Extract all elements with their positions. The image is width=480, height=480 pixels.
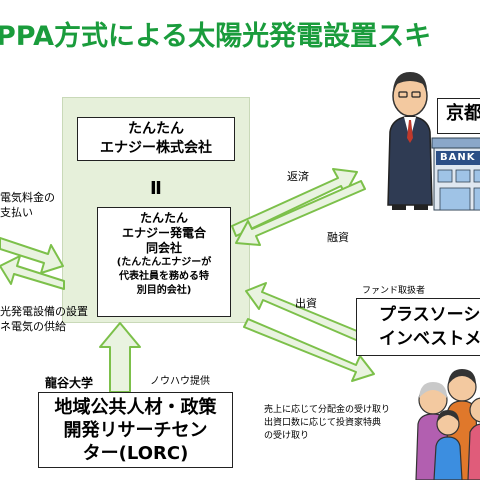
tantan-godo-box: たんたん エナジー発電合 同会社 (たんたんエナジーが 代表社員を務める特 別目… bbox=[97, 207, 231, 317]
solar-supply-label: 光発電設備の設置 ネ電気の供給 bbox=[0, 305, 88, 333]
plus-social-label: プラスソーシ インベストメ bbox=[379, 305, 480, 349]
bank-name-box: 京都 bbox=[437, 98, 480, 134]
bank-building-icon bbox=[431, 137, 480, 211]
lorc-label: 地域公共人材・政策 開発リサーチセン ター(LORC) bbox=[54, 397, 217, 464]
equals-sign: Ⅱ bbox=[150, 178, 162, 199]
ryukoku-label: 龍谷大学 bbox=[45, 376, 94, 390]
tantan-godo-note: (たんたんエナジーが 代表社員を務める特 別目的会社) bbox=[116, 257, 212, 296]
arrow-fee-payment bbox=[0, 237, 64, 274]
page-title: PPA方式による太陽光発電設置スキ bbox=[0, 21, 432, 52]
investment-label: 出資 bbox=[295, 297, 317, 310]
tantan-energy-label: たんたん エナジー株式会社 bbox=[100, 121, 212, 156]
bank-name-label: 京都 bbox=[446, 103, 480, 124]
electricity-fee-label: 電気料金の 支払い bbox=[0, 191, 55, 219]
repayment-label: 返済 bbox=[287, 170, 309, 183]
businessman-icon bbox=[387, 72, 433, 210]
arrow-dividend bbox=[243, 318, 375, 382]
arrow-knowhow bbox=[99, 322, 141, 393]
arrow-investment bbox=[245, 282, 375, 347]
knowhow-label: ノウハウ提供 bbox=[150, 376, 210, 387]
arrow-electricity-supply bbox=[0, 255, 65, 290]
fund-handler-label: ファンド取扱者 bbox=[362, 286, 426, 296]
plus-social-box: プラスソーシ インベストメ bbox=[356, 298, 480, 356]
dividend-label: 売上に応じて分配金の受け取り 出資口数に応じて投資家特典 の受け取り bbox=[264, 405, 391, 441]
tantan-godo-label: たんたん エナジー発電合 同会社 bbox=[121, 211, 206, 255]
family-investors-icon bbox=[415, 369, 480, 480]
bank-sign-label: BANK bbox=[440, 152, 476, 163]
financing-label: 融資 bbox=[327, 231, 349, 244]
lorc-box: 地域公共人材・政策 開発リサーチセン ター(LORC) bbox=[38, 392, 233, 468]
arrow-financing bbox=[235, 180, 366, 246]
tantan-energy-box: たんたん エナジー株式会社 bbox=[77, 117, 235, 161]
